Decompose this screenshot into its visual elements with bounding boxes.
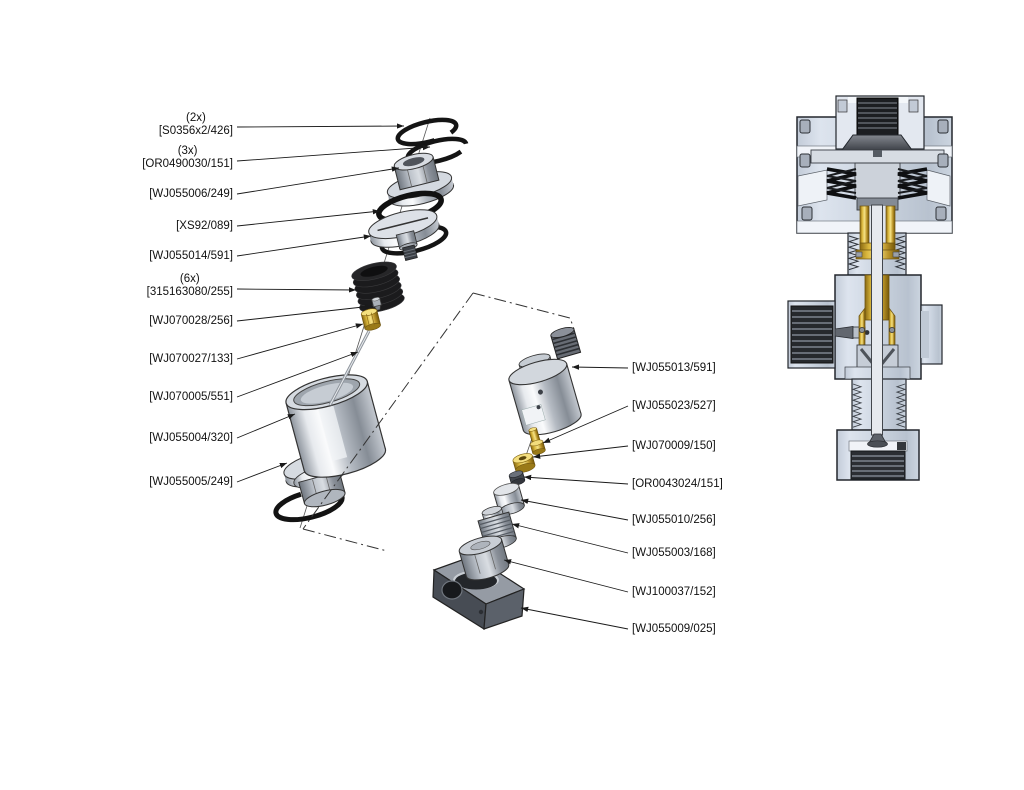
cup-cylinder <box>285 374 387 478</box>
part-qty: (3x) <box>177 145 198 157</box>
part-label-wj070028: [WJ070028/256] <box>149 315 233 328</box>
part-number: [WJ055014/591] <box>149 250 233 262</box>
part-label-wj055014: [WJ055014/591] <box>149 250 233 263</box>
part-number: [WJ055010/256] <box>632 514 716 526</box>
part-label-315163080: (6x) [315163080/255] <box>147 273 233 299</box>
part-label-wj055005: [WJ055005/249] <box>149 476 233 489</box>
part-label-wj055009: [WJ055009/025] <box>632 623 716 636</box>
part-number: [XS92/089] <box>176 220 233 232</box>
part-number: [WJ055006/249] <box>149 188 233 200</box>
part-number: [WJ055009/025] <box>632 623 716 635</box>
part-number: [WJ100037/152] <box>632 586 716 598</box>
threaded-stud <box>550 327 582 360</box>
part-label-wj055003: [WJ055003/168] <box>632 547 716 560</box>
silver-cylinder <box>493 482 525 516</box>
bolt-heads <box>799 119 949 221</box>
brass-pin <box>528 427 546 455</box>
spring-right <box>897 167 928 200</box>
part-qty: (6x) <box>179 273 200 285</box>
dark-o-ring <box>508 470 526 486</box>
part-number: [WJ070027/133] <box>149 353 233 365</box>
part-label-or0043024: [OR0043024/151] <box>632 478 723 491</box>
part-number: [WJ055003/168] <box>632 547 716 559</box>
part-label-s0356: (2x) [S0356x2/426] <box>159 112 233 138</box>
exploded-view-middle <box>302 292 582 631</box>
part-number: [WJ055005/249] <box>149 476 233 488</box>
part-number: [OR0490030/151] <box>142 158 233 170</box>
part-label-wj070005: [WJ070005/551] <box>149 391 233 404</box>
hex-cylinder <box>458 535 510 581</box>
leader-lines-left <box>236 123 431 483</box>
part-number: [WJ055023/527] <box>632 400 716 412</box>
section-view <box>787 95 953 481</box>
part-number: [S0356x2/426] <box>158 125 233 137</box>
spring-left <box>826 167 857 200</box>
brass-ring <box>512 453 536 473</box>
part-label-wj100037: [WJ100037/152] <box>632 586 716 599</box>
leader-lines-right <box>503 364 629 630</box>
part-label-wj070009: [WJ070009/150] <box>632 440 716 453</box>
part-number: [WJ055004/320] <box>149 432 233 444</box>
part-label-wj055023: [WJ055023/527] <box>632 400 716 413</box>
disc-assembly <box>368 209 440 262</box>
part-qty: (2x) <box>186 112 206 124</box>
part-label-wj055010: [WJ055010/256] <box>632 514 716 527</box>
phantom-boundary <box>302 292 575 552</box>
hex-flange-nut <box>386 152 455 207</box>
needle-rod <box>328 330 371 406</box>
part-number: [WJ070009/150] <box>632 440 716 452</box>
part-label-wj070027: [WJ070027/133] <box>149 353 233 366</box>
part-label-or0490030: (3x) [OR0490030/151] <box>142 145 233 171</box>
part-label-wj055004: [WJ055004/320] <box>149 432 233 445</box>
exploded-view-left <box>273 117 469 529</box>
part-label-wj055006: [WJ055006/249] <box>149 188 233 201</box>
small-seat-piece <box>371 297 382 311</box>
part-label-wj055013: [WJ055013/591] <box>632 362 716 375</box>
valve-body-cylinder <box>508 353 582 436</box>
part-number: [315163080/255] <box>146 286 233 298</box>
part-label-xs92: [XS92/089] <box>176 220 233 233</box>
part-number: [WJ070005/551] <box>149 391 233 403</box>
part-number: [WJ055013/591] <box>632 362 716 374</box>
part-number: [WJ070028/256] <box>149 315 233 327</box>
part-number: [OR0043024/151] <box>632 478 723 490</box>
